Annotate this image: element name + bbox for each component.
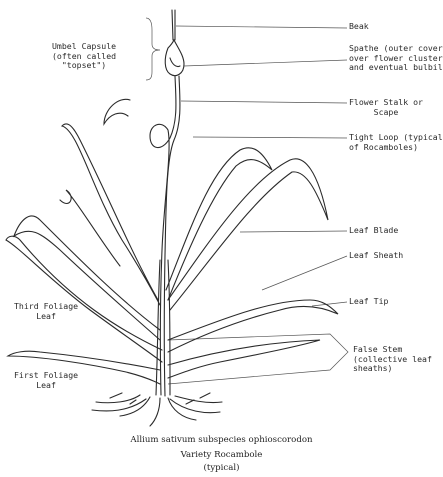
pointer-blade — [240, 231, 347, 232]
leaf-lower-right — [168, 340, 320, 378]
pointer-spathe — [184, 60, 347, 66]
spathe-shape — [165, 40, 184, 76]
leaf-upper-tip — [104, 99, 130, 124]
label-leaf-blade: Leaf Blade — [349, 226, 398, 236]
label-false-stem: False Stem (collective leaf sheaths) — [353, 345, 432, 374]
leaf-upper-left — [62, 124, 160, 305]
pointer-false-stem — [168, 334, 348, 384]
label-leaf-sheath: Leaf Sheath — [349, 251, 403, 261]
false-stem — [156, 260, 170, 395]
pointer-beak — [176, 26, 347, 28]
pointer-scape — [181, 101, 347, 103]
label-spathe: Spathe (outer covering over flower clust… — [349, 44, 443, 73]
label-umbel-capsule: Umbel Capsule (often called "topset") — [52, 42, 116, 71]
label-tight-loop: Tight Loop (typical of Rocamboles) — [349, 133, 443, 152]
leaf-curl-left — [60, 190, 120, 266]
label-beak: Beak — [349, 22, 369, 32]
pointer-tip — [312, 302, 347, 306]
caption-variety: Variety Rocambole — [0, 450, 443, 460]
leaf-third-foliage — [14, 216, 160, 340]
leaf-blade-right — [168, 159, 328, 310]
label-third-foliage-leaf: Third Foliage Leaf — [14, 302, 78, 321]
spathe-detail — [170, 58, 180, 67]
pointer-umbel-brace — [146, 18, 160, 80]
pointer-sheath — [262, 256, 347, 290]
leaf-upper-right — [166, 148, 272, 300]
caption-species: Allium sativum subspecies ophioscorodon — [0, 435, 443, 445]
leaf-tip-right — [168, 300, 338, 352]
caption-typical: (typical) — [0, 463, 443, 473]
beak-shape — [172, 10, 175, 40]
label-scape: Flower Stalk or Scape — [349, 98, 423, 117]
pointer-loop — [193, 137, 347, 138]
leaf-third-lower — [6, 236, 162, 362]
label-leaf-tip: Leaf Tip — [349, 297, 388, 307]
roots — [92, 395, 222, 426]
label-first-foliage-leaf: First Foliage Leaf — [14, 371, 78, 390]
scape-line-right — [164, 76, 180, 396]
plant-drawing — [6, 10, 338, 426]
scape-line — [150, 76, 176, 395]
pointer-lines — [146, 18, 348, 384]
